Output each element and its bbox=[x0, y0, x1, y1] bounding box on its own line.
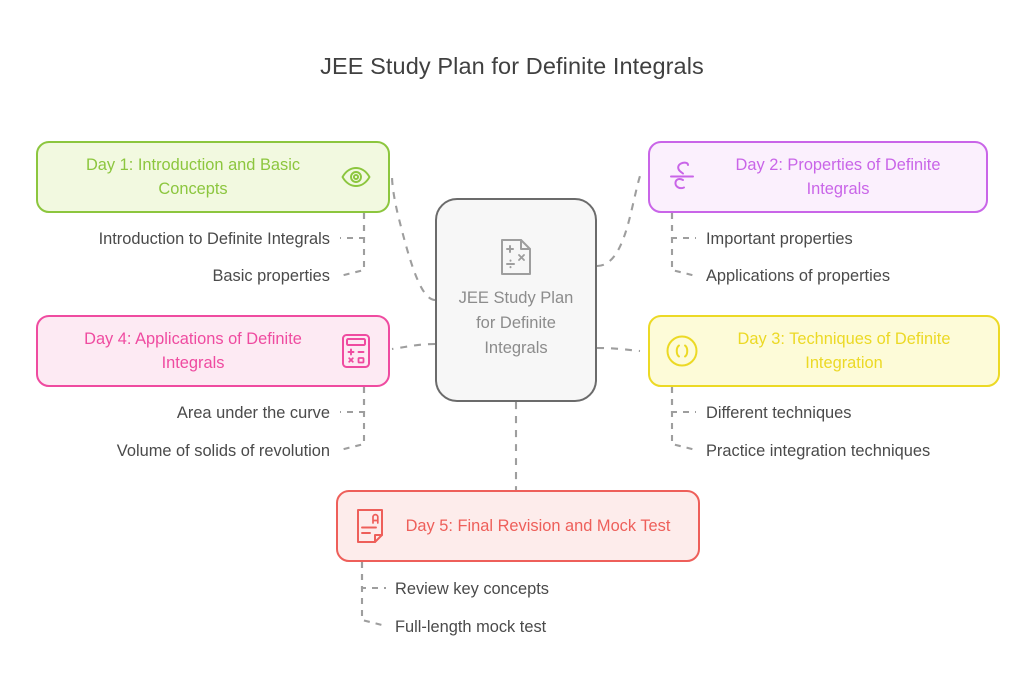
edge-day1-leaf2 bbox=[339, 213, 366, 278]
branch-node-day3-label: Day 3: Techniques of Definite Integratio… bbox=[737, 330, 951, 372]
eye-icon bbox=[338, 159, 374, 195]
edge-day2-leaf1 bbox=[670, 213, 696, 240]
branch-node-day1[interactable]: Day 1: Introduction and Basic Concepts bbox=[36, 141, 390, 213]
edge-day2-leaf2 bbox=[670, 213, 697, 278]
calculator-icon bbox=[338, 333, 374, 369]
edge-day3-leaf2 bbox=[670, 387, 697, 452]
edge-day5-leaf2 bbox=[360, 562, 387, 628]
leaf-day5-2: Full-length mock test bbox=[395, 618, 547, 636]
center-node-label: JEE Study Plan for Definite Integrals bbox=[458, 289, 574, 357]
leaf-day1-1: Introduction to Definite Integrals bbox=[98, 230, 330, 248]
edge-day3-leaf1 bbox=[670, 387, 696, 414]
leaf-day4-2: Volume of solids of revolution bbox=[116, 442, 330, 460]
exam-paper-icon bbox=[352, 508, 388, 544]
math-document-icon bbox=[498, 239, 534, 275]
edge-center-day2 bbox=[596, 175, 642, 268]
branch-node-day5-label: Day 5: Final Revision and Mock Test bbox=[405, 517, 671, 535]
leaf-day3-1: Different techniques bbox=[706, 404, 852, 422]
leaf-day1-2: Basic properties bbox=[212, 267, 330, 285]
leaf-day2-2: Applications of properties bbox=[706, 267, 891, 285]
branch-node-day5[interactable]: Day 5: Final Revision and Mock Test bbox=[336, 490, 700, 562]
leaf-day4-1: Area under the curve bbox=[176, 404, 330, 422]
edge-center-day4 bbox=[391, 342, 436, 351]
page-title: JEE Study Plan for Definite Integrals bbox=[320, 53, 704, 79]
leaf-day5-1: Review key concepts bbox=[395, 580, 549, 598]
edge-day1-leaf1 bbox=[340, 213, 366, 240]
center-node[interactable]: JEE Study Plan for Definite Integrals bbox=[435, 198, 597, 402]
edge-center-day1 bbox=[390, 175, 436, 302]
branch-node-day4-label: Day 4: Applications of Definite Integral… bbox=[84, 330, 302, 372]
edge-day4-leaf1 bbox=[340, 387, 366, 414]
branch-node-day2[interactable]: Day 2: Properties of Definite Integrals bbox=[648, 141, 988, 213]
brackets-circle-icon bbox=[664, 333, 700, 369]
branch-node-day1-label: Day 1: Introduction and Basic Concepts bbox=[85, 156, 301, 198]
branch-node-day3[interactable]: Day 3: Techniques of Definite Integratio… bbox=[648, 315, 1000, 387]
edge-center-day3 bbox=[596, 346, 641, 353]
branch-node-day4[interactable]: Day 4: Applications of Definite Integral… bbox=[36, 315, 390, 387]
integral-icon bbox=[664, 159, 700, 195]
branch-node-day2-label: Day 2: Properties of Definite Integrals bbox=[735, 156, 941, 198]
edge-day4-leaf2 bbox=[339, 387, 366, 452]
leaf-day2-1: Important properties bbox=[706, 230, 853, 248]
edge-day5-leaf1 bbox=[360, 562, 386, 590]
leaf-day3-2: Practice integration techniques bbox=[706, 442, 931, 460]
